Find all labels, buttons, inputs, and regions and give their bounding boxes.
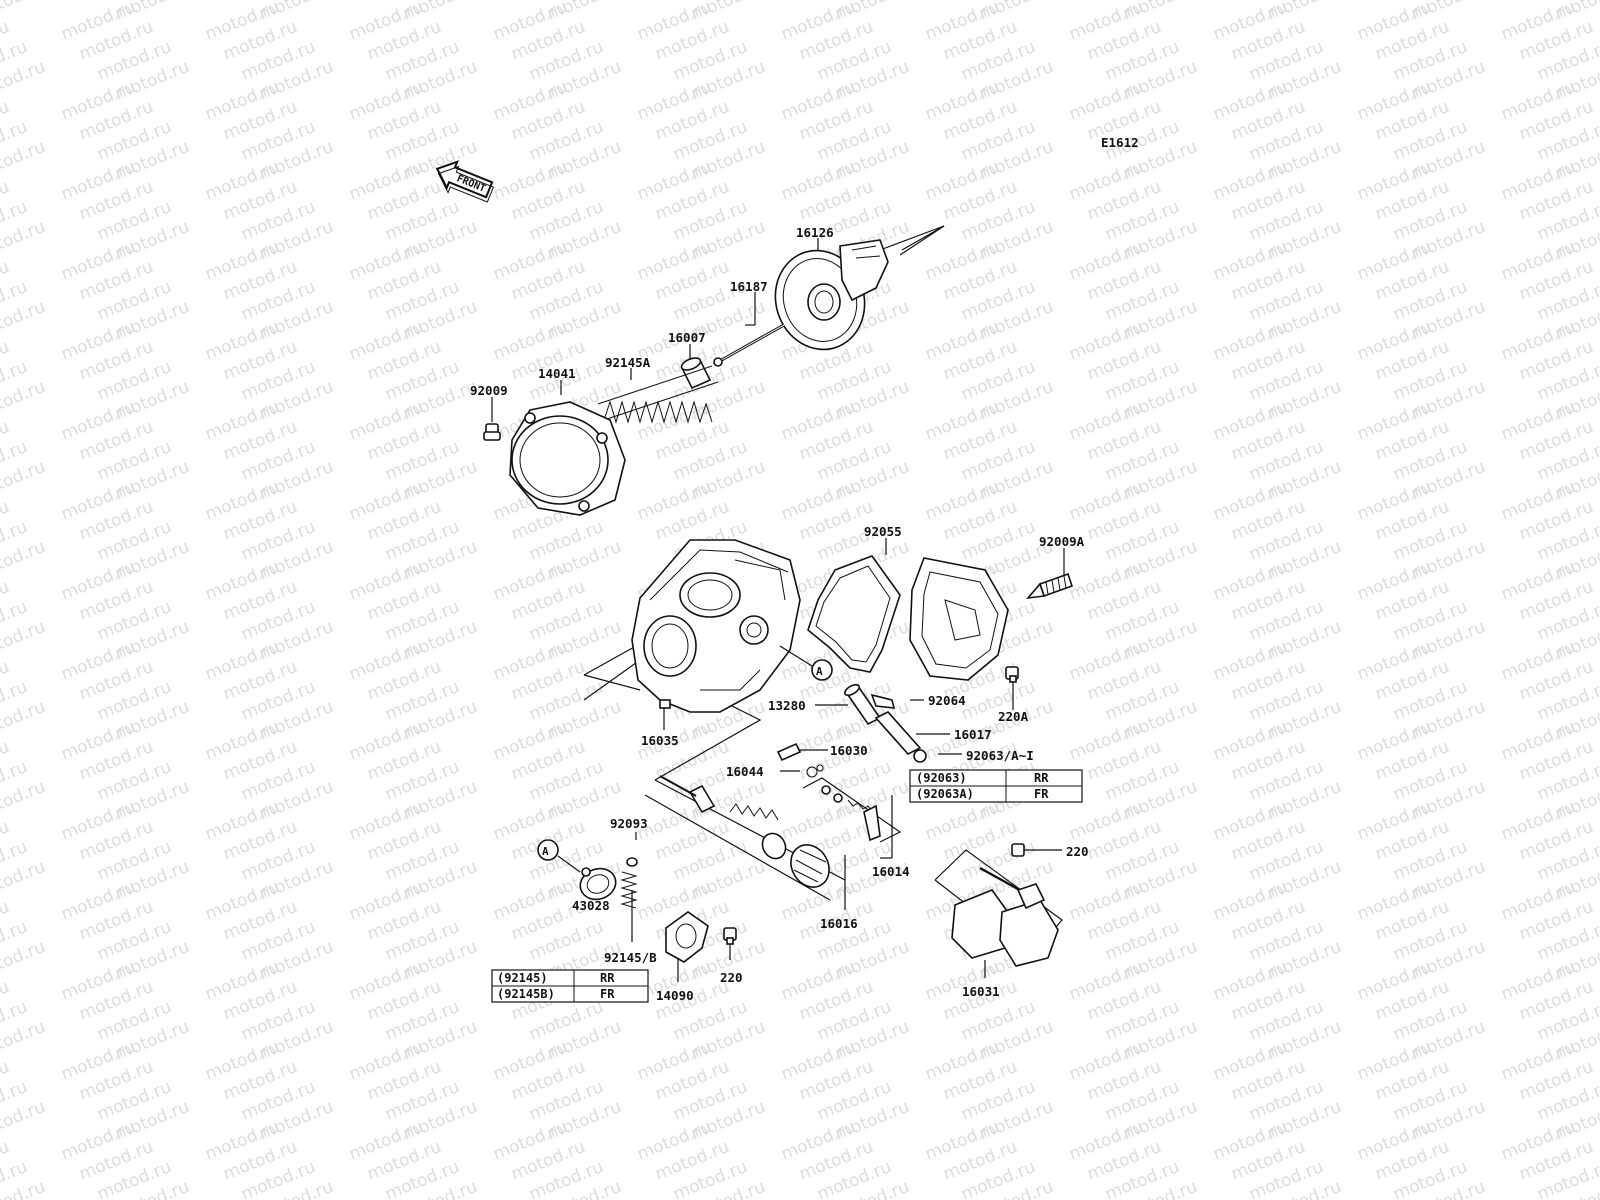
table-position: FR (1034, 787, 1049, 801)
part-label-13280[interactable]: 13280 (768, 698, 806, 713)
part-label-220-bottom[interactable]: 220 (720, 970, 743, 985)
float-bowl-part (909, 557, 1009, 681)
front-arrow-icon: FRONT (435, 160, 495, 203)
part-label-16014[interactable]: 16014 (872, 864, 910, 879)
part-label-16017[interactable]: 16017 (954, 727, 992, 742)
pilot-screw-part (776, 742, 802, 762)
pump-cover-screw-part (723, 927, 737, 945)
part-label-16126[interactable]: 16126 (796, 225, 834, 240)
part-label-16044[interactable]: 16044 (726, 764, 764, 779)
carburetor-body-part (631, 539, 801, 713)
part-label-92064[interactable]: 92064 (928, 693, 966, 708)
part-label-43028[interactable]: 43028 (572, 898, 610, 913)
drain-screw-part (1005, 666, 1019, 683)
part-label-16035[interactable]: 16035 (641, 733, 679, 748)
part-label-92063[interactable]: 92063/A~I (966, 748, 1034, 763)
float-pin-screw-part (1011, 843, 1025, 857)
clip-part (806, 764, 824, 778)
jet-needle-part (713, 323, 785, 367)
part-label-16031[interactable]: 16031 (962, 984, 1000, 999)
bowl-screw-part (1026, 572, 1074, 600)
table-code: (92063) (916, 771, 967, 785)
callout-a-body[interactable]: A (811, 659, 833, 681)
pump-spring-part (620, 871, 638, 909)
table-position: FR (600, 987, 615, 1001)
callout-letter: A (816, 665, 823, 678)
table-code: (92063A) (916, 787, 974, 801)
pump-diaphragm-part (579, 867, 617, 901)
table-code: (92145B) (497, 987, 555, 1001)
part-label-92145A[interactable]: 92145A (605, 355, 651, 370)
part-label-92055[interactable]: 92055 (864, 524, 902, 539)
part-label-14041[interactable]: 14041 (538, 366, 576, 381)
pilot-jet-part (870, 693, 896, 709)
part-label-92009[interactable]: 92009 (470, 383, 508, 398)
part-label-92009A[interactable]: 92009A (1039, 534, 1085, 549)
part-label-92145B[interactable]: 92145/B (604, 950, 657, 965)
part-label-220-right[interactable]: 220 (1066, 844, 1089, 859)
part-label-16016[interactable]: 16016 (820, 916, 858, 931)
part-label-92093[interactable]: 92093 (610, 816, 648, 831)
callout-a-pump[interactable]: A (537, 839, 559, 861)
table-code: (92145) (497, 971, 548, 985)
pump-cover-part (665, 911, 709, 963)
part-label-16007[interactable]: 16007 (668, 330, 706, 345)
float-valve-part (821, 785, 881, 842)
diagram-code: E1612 (1101, 135, 1139, 150)
part-label-16187[interactable]: 16187 (730, 279, 768, 294)
part-label-14090[interactable]: 14090 (656, 988, 694, 1003)
variant-table-92063: (92063) RR (92063A) FR (909, 769, 1083, 803)
callout-letter: A (542, 845, 549, 858)
diaphragm-piston-part (774, 239, 889, 351)
part-label-16030[interactable]: 16030 (830, 743, 868, 758)
cover-screw-part (483, 423, 501, 441)
needle-jet-part (874, 711, 927, 763)
float-bowl-gasket-part (807, 555, 901, 673)
starter-plunger-part (659, 775, 830, 888)
needle-holder-part (680, 357, 712, 390)
table-position: RR (1034, 771, 1049, 785)
table-position: RR (600, 971, 615, 985)
variant-table-92145: (92145) RR (92145B) FR (491, 969, 649, 1003)
top-cover-part (509, 401, 626, 516)
o-ring-part (626, 857, 638, 867)
part-label-220A[interactable]: 220A (998, 709, 1029, 724)
piston-spring-part (597, 365, 719, 424)
float-part (951, 866, 1059, 967)
